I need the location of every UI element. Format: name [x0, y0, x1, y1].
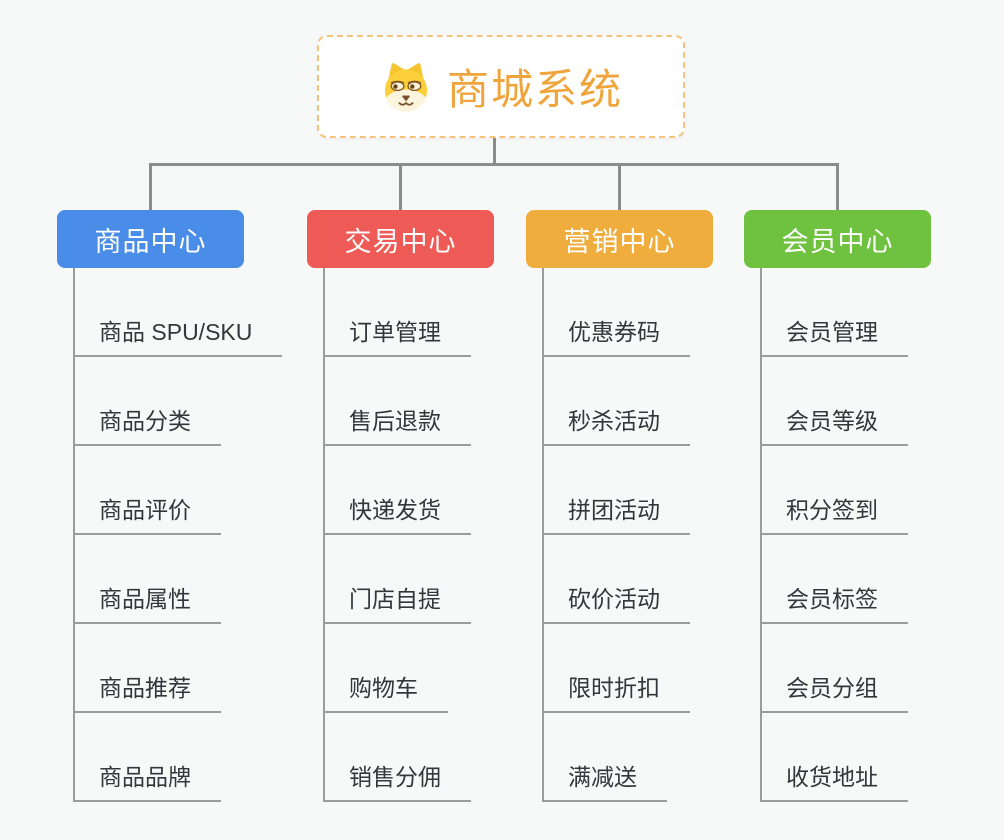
leaf-node[interactable]: 销售分佣 [325, 713, 537, 802]
root-node[interactable]: 商城系统 [317, 35, 685, 138]
leaf-label: 会员标签 [762, 580, 908, 624]
leaf-node[interactable]: 商品推荐 [75, 624, 287, 713]
drop-line-1 [149, 165, 152, 210]
leaf-node[interactable]: 售后退款 [325, 357, 537, 446]
leaf-node[interactable]: 收货地址 [762, 713, 974, 802]
branch-node[interactable]: 交易中心 [307, 210, 494, 268]
leaf-node[interactable]: 满减送 [544, 713, 756, 802]
leaf-node[interactable]: 快递发货 [325, 446, 537, 535]
leaf-node[interactable]: 砍价活动 [544, 535, 756, 624]
branch-column-1: 商品中心商品 SPU/SKU 商品分类商品评价商品属性商品推荐商品品牌 [57, 210, 287, 802]
leaf-label: 商品推荐 [75, 669, 221, 713]
root-stem-line [493, 138, 496, 164]
leaf-label: 秒杀活动 [544, 402, 690, 446]
leaf-node[interactable]: 商品品牌 [75, 713, 287, 802]
leaf-node[interactable]: 优惠券码 [544, 268, 756, 357]
leaf-label: 限时折扣 [544, 669, 690, 713]
leaf-label: 商品 SPU/SKU [75, 313, 283, 357]
leaf-label: 优惠券码 [544, 313, 690, 357]
leaf-node[interactable]: 拼团活动 [544, 446, 756, 535]
branch-node[interactable]: 商品中心 [57, 210, 244, 268]
leaf-label: 拼团活动 [544, 491, 690, 535]
leaf-label: 销售分佣 [325, 758, 471, 802]
branch-item-list: 订单管理售后退款快递发货门店自提购物车销售分佣 [323, 268, 537, 802]
branch-item-list: 会员管理会员等级积分签到会员标签会员分组收货地址 [760, 268, 974, 802]
leaf-node[interactable]: 购物车 [325, 624, 537, 713]
leaf-label: 售后退款 [325, 402, 471, 446]
leaf-label: 商品属性 [75, 580, 221, 624]
leaf-node[interactable]: 会员管理 [762, 268, 974, 357]
leaf-node[interactable]: 门店自提 [325, 535, 537, 624]
leaf-node[interactable]: 秒杀活动 [544, 357, 756, 446]
leaf-label: 砍价活动 [544, 580, 690, 624]
leaf-label: 会员管理 [762, 313, 908, 357]
drop-line-4 [836, 165, 839, 210]
leaf-node[interactable]: 商品 SPU/SKU [75, 268, 287, 357]
branch-column-4: 会员中心会员管理会员等级积分签到会员标签会员分组收货地址 [744, 210, 974, 802]
branch-item-list: 商品 SPU/SKU 商品分类商品评价商品属性商品推荐商品品牌 [73, 268, 287, 802]
leaf-label: 满减送 [544, 758, 667, 802]
leaf-label: 商品分类 [75, 402, 221, 446]
leaf-label: 门店自提 [325, 580, 471, 624]
leaf-node[interactable]: 商品评价 [75, 446, 287, 535]
leaf-node[interactable]: 会员标签 [762, 535, 974, 624]
drop-line-3 [618, 165, 621, 210]
leaf-label: 订单管理 [325, 313, 471, 357]
leaf-node[interactable]: 限时折扣 [544, 624, 756, 713]
leaf-node[interactable]: 商品分类 [75, 357, 287, 446]
leaf-label: 快递发货 [325, 491, 471, 535]
leaf-label: 购物车 [325, 669, 448, 713]
leaf-label: 商品评价 [75, 491, 221, 535]
leaf-label: 会员分组 [762, 669, 908, 713]
branch-node[interactable]: 营销中心 [526, 210, 713, 268]
branch-node[interactable]: 会员中心 [744, 210, 931, 268]
leaf-node[interactable]: 订单管理 [325, 268, 537, 357]
leaf-label: 会员等级 [762, 402, 908, 446]
leaf-node[interactable]: 积分签到 [762, 446, 974, 535]
leaf-node[interactable]: 会员分组 [762, 624, 974, 713]
branch-bus-line [149, 163, 839, 166]
branch-item-list: 优惠券码秒杀活动拼团活动砍价活动限时折扣满减送 [542, 268, 756, 802]
branch-column-3: 营销中心优惠券码秒杀活动拼团活动砍价活动限时折扣满减送 [526, 210, 756, 802]
root-title: 商城系统 [446, 66, 623, 113]
leaf-label: 积分签到 [762, 491, 908, 535]
branch-column-2: 交易中心订单管理售后退款快递发货门店自提购物车销售分佣 [307, 210, 537, 802]
dog-face-icon [384, 62, 428, 111]
drop-line-2 [399, 165, 402, 210]
leaf-node[interactable]: 会员等级 [762, 357, 974, 446]
leaf-node[interactable]: 商品属性 [75, 535, 287, 624]
leaf-label: 收货地址 [762, 758, 908, 802]
leaf-label: 商品品牌 [75, 758, 221, 802]
